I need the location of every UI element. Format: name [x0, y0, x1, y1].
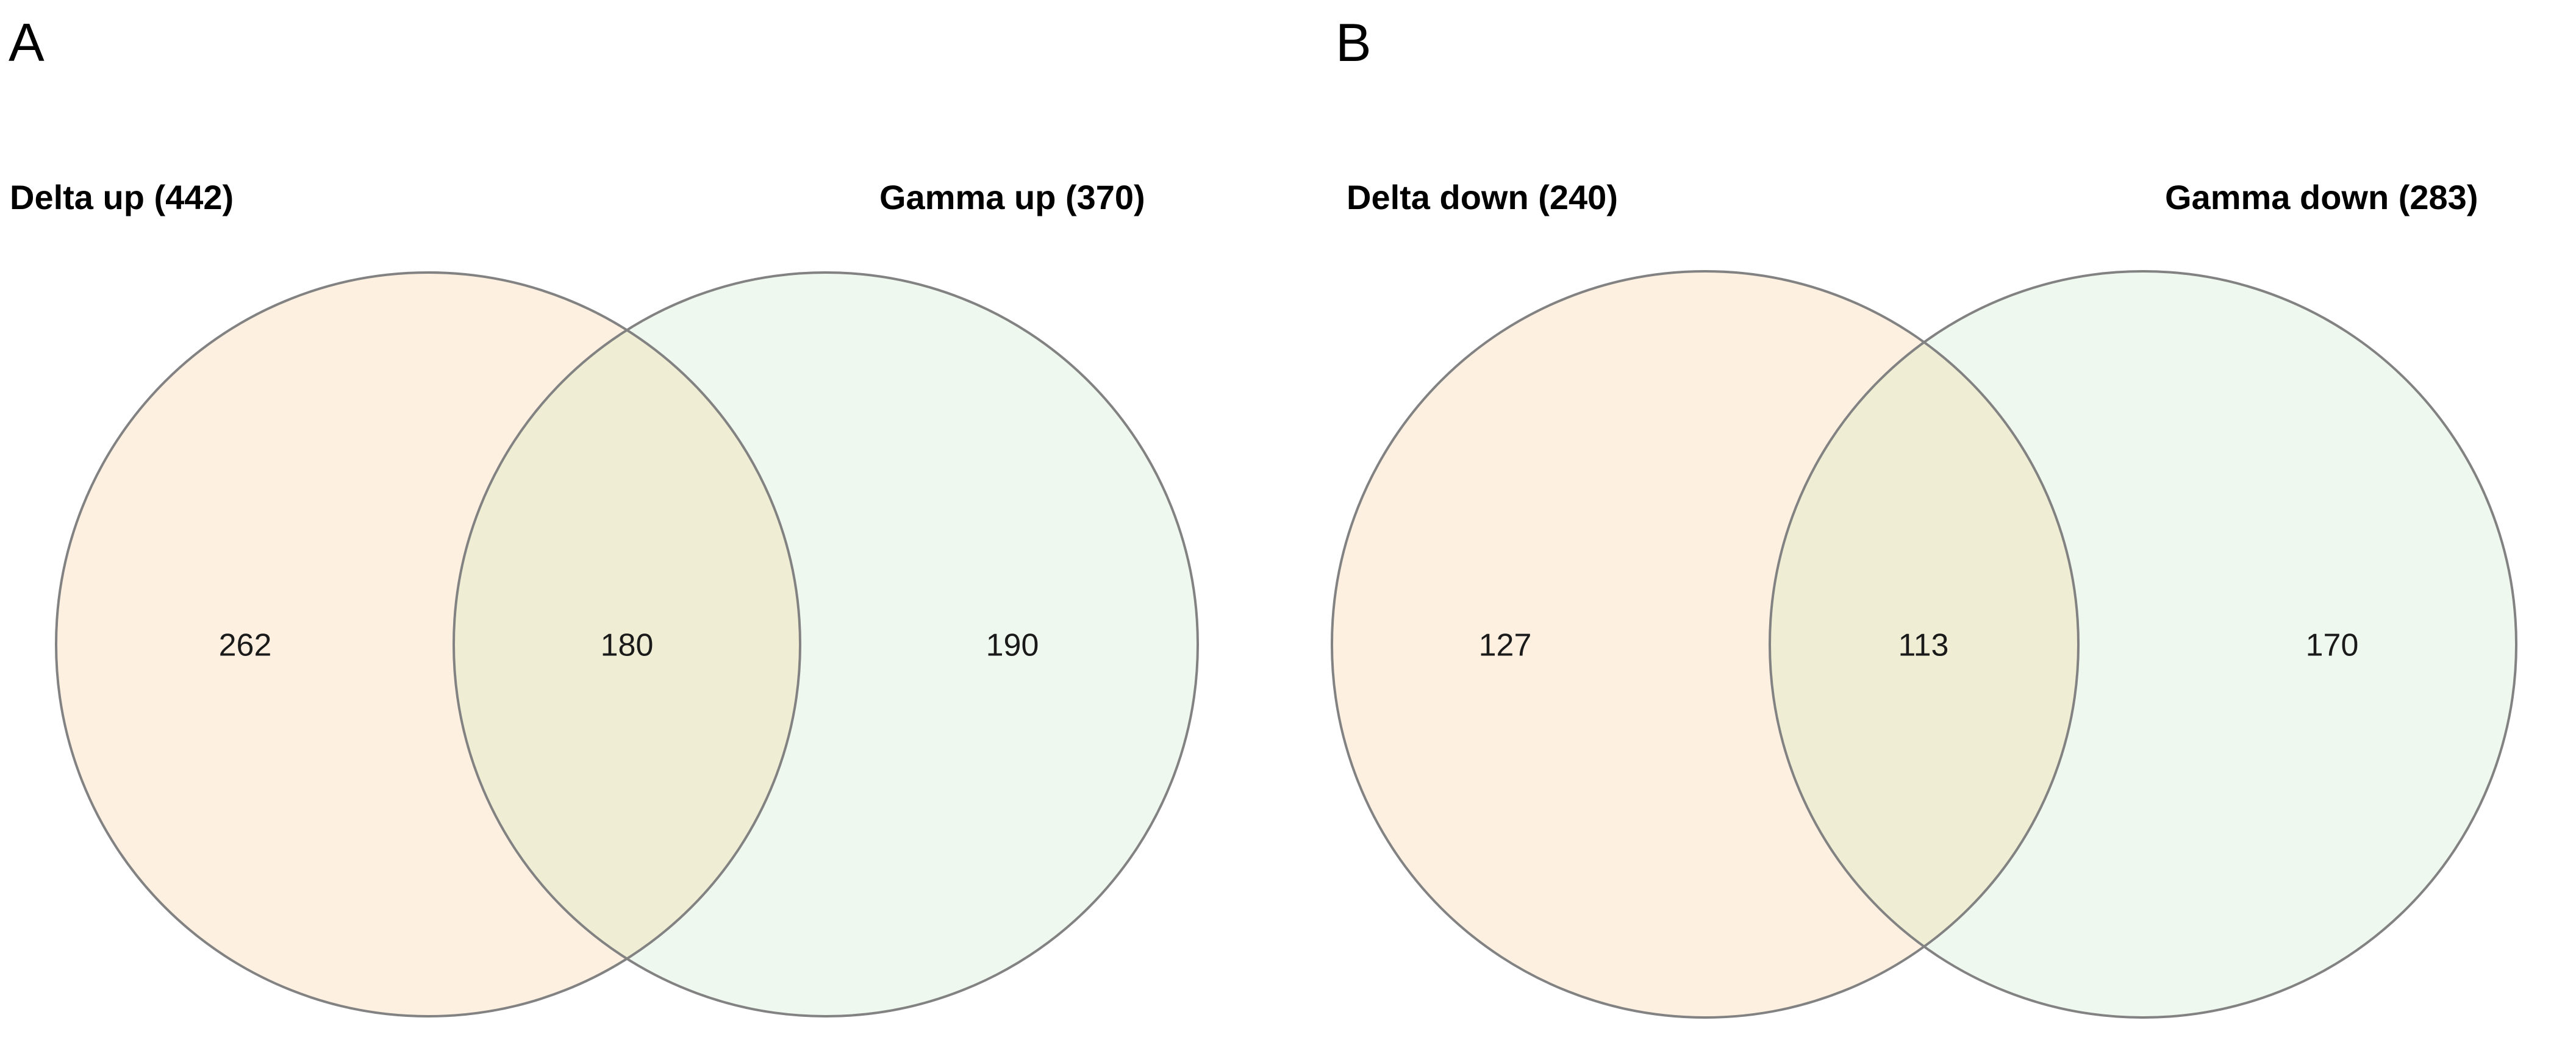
- panel-a-left-only-count: 262: [219, 628, 272, 663]
- panel-a-intersection-fill: [454, 273, 800, 1016]
- panel-b-intersection-count: 113: [1898, 628, 1949, 663]
- panel-b-left-set-label: Delta down (240): [1347, 178, 1618, 216]
- panel-a: A Delta up (442) Gamma up (370): [9, 12, 1199, 1017]
- panel-b-right-circle-outline: [1769, 270, 2517, 1019]
- panel-b-right-set-label: Gamma down (283): [2165, 178, 2478, 216]
- panel-a-venn-svg: 262 180 190: [55, 271, 1199, 1017]
- panel-a-right-circle-outline: [453, 271, 1199, 1017]
- panel-a-letter: A: [9, 12, 45, 73]
- panel-b-letter: B: [1336, 12, 1372, 73]
- panel-a-right-set-label: Gamma up (370): [879, 178, 1145, 216]
- panel-b-intersection-region: [1770, 271, 2078, 1017]
- panel-b-intersection-fill: [1770, 271, 2078, 1017]
- panel-a-intersection-region: [454, 273, 800, 1016]
- panel-a-right-only-count: 190: [986, 628, 1039, 663]
- panel-b-left-circle-outline: [1331, 270, 2080, 1019]
- panel-a-left-set-label: Delta up (442): [10, 178, 234, 216]
- panel-a-left-circle-outline: [55, 271, 801, 1017]
- panel-b-right-only-count: 170: [2306, 628, 2359, 663]
- panel-b-venn-svg: 127 113 170: [1331, 270, 2517, 1019]
- panel-a-intersection-count: 180: [601, 628, 654, 663]
- panel-b: B Delta down (240) Gamma down (283) 127 …: [1288, 0, 2576, 1062]
- panel-b-left-only-count: 127: [1479, 628, 1532, 663]
